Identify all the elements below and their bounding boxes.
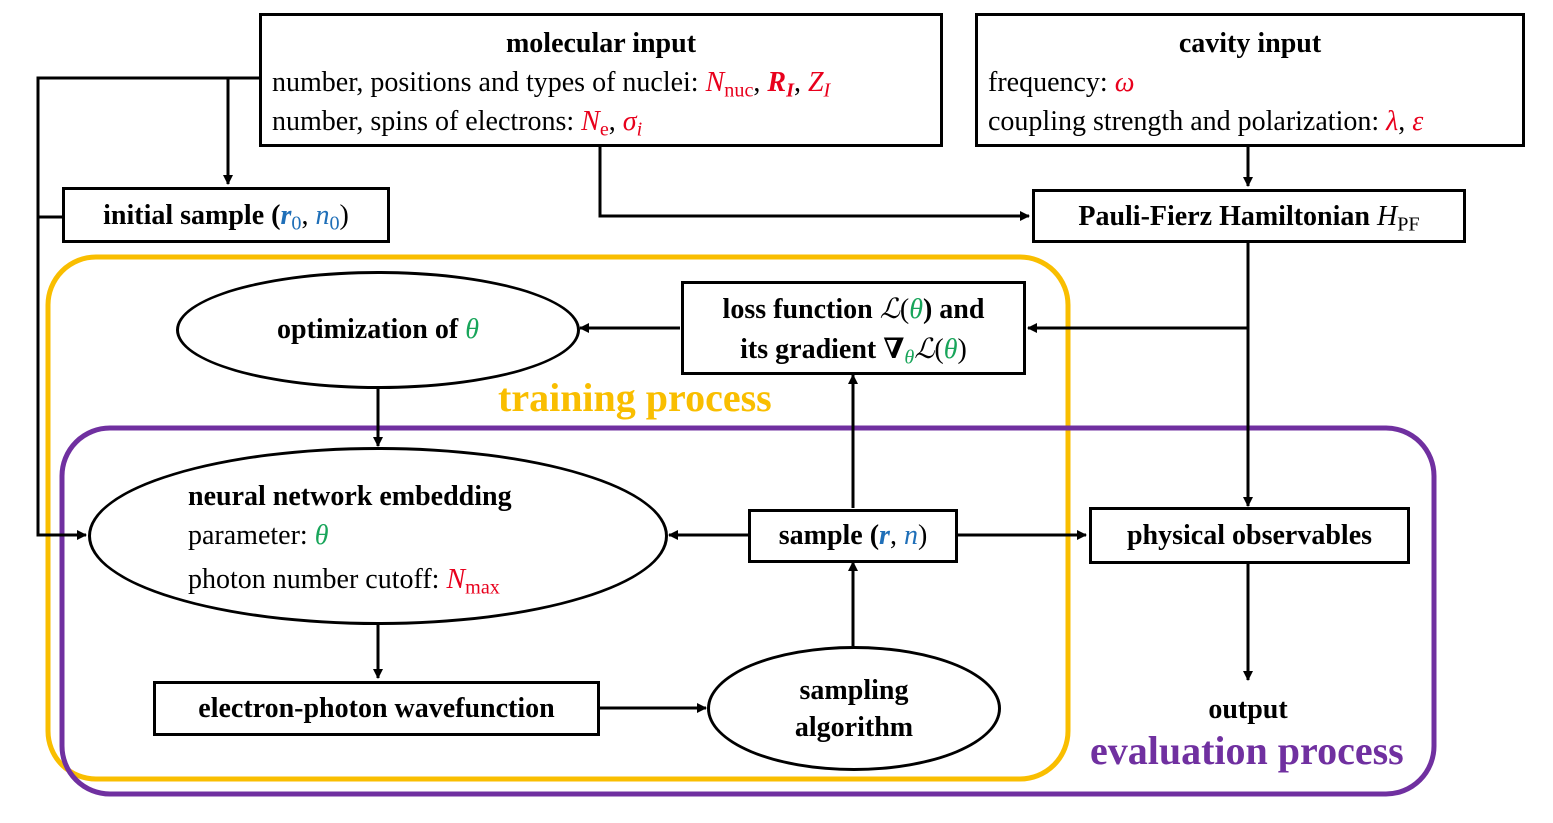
cavity-input-title-text: cavity input: [1178, 28, 1322, 59]
symbol-r0: r0: [280, 200, 302, 235]
evaluation-process-label: evaluation process: [1090, 728, 1404, 773]
symbol-n0: n0: [315, 200, 340, 235]
molecular-input-nuclei-line: number, positions and types of nuclei: N…: [272, 67, 831, 102]
arrow-molecular-to-hamiltonian: [598, 146, 1030, 221]
initial-sample-box: [62, 187, 390, 243]
nuclei-text: number, positions and types of nuclei:: [272, 67, 706, 98]
symbol-sigma-i: σi: [622, 106, 643, 141]
molecular-input-title: molecular input: [259, 30, 943, 58]
cavity-input-coupling-line: coupling strength and polarization: λ, ε: [988, 106, 1424, 137]
symbol-n-e: Ne: [581, 106, 609, 141]
physical-observables-box: [1089, 507, 1410, 564]
wavefunction-box: [153, 681, 600, 736]
symbol-h-pf: HPF: [1376, 201, 1420, 236]
physical-observables-label: physical observables: [1126, 520, 1373, 551]
sample-label: sample (r, n): [778, 520, 928, 551]
coupling-text: coupling strength and polarization:: [988, 106, 1387, 137]
hamiltonian-box: [1032, 189, 1466, 243]
loss-function-line2: its gradient ∇θℒ(θ): [740, 334, 967, 369]
cavity-input-title: cavity input: [975, 30, 1525, 58]
optimization-label: optimization of θ: [277, 314, 479, 345]
training-process-region: [45, 254, 1071, 782]
arrow-molecular-to-initial-sample: [36, 76, 260, 540]
sampling-algorithm-line1: sampling: [799, 675, 909, 706]
symbol-r: r: [879, 520, 890, 551]
molecular-input-title-text: molecular input: [505, 28, 697, 59]
sampling-algorithm-line2: algorithm: [794, 712, 914, 743]
molecular-input-box: [259, 13, 943, 147]
symbol-n: n: [903, 520, 918, 551]
optimization-node: [176, 271, 580, 389]
sampling-algorithm-node: [707, 646, 1001, 771]
output-label: output: [1208, 694, 1288, 725]
cavity-input-frequency-line: frequency: ω: [988, 69, 1135, 97]
symbol-theta-param: θ: [314, 520, 329, 551]
frequency-text: frequency:: [988, 67, 1115, 98]
symbol-theta: θ: [465, 314, 479, 345]
hamiltonian-label: Pauli-Fierz Hamiltonian HPF: [1078, 201, 1420, 236]
molecular-input-electrons-line: number, spins of electrons: Ne, σi: [272, 106, 643, 141]
sample-box: [748, 509, 958, 563]
cavity-input-box: [975, 13, 1525, 147]
loss-function-box: [681, 281, 1026, 375]
electrons-text: number, spins of electrons:: [272, 106, 582, 137]
symbol-z-i: ZI: [807, 67, 831, 102]
symbol-omega: ω: [1114, 67, 1135, 98]
neural-network-node: [88, 447, 668, 625]
symbol-n-nuc: Nnuc: [705, 67, 754, 102]
neural-network-parameter-line: parameter: θ: [188, 520, 329, 551]
neural-network-title: neural network embedding: [188, 481, 512, 512]
symbol-epsilon: ε: [1412, 106, 1424, 137]
initial-sample-label: initial sample (r0, n0): [103, 200, 349, 235]
symbol-r-i: RI: [767, 67, 794, 102]
training-process-label: training process: [498, 375, 772, 420]
neural-network-cutoff-line: photon number cutoff: Nmax: [188, 564, 500, 599]
symbol-n-max: Nmax: [446, 564, 500, 599]
loss-function-line1: loss function ℒ(θ) and: [722, 294, 985, 325]
wavefunction-label: electron-photon wavefunction: [198, 693, 555, 724]
symbol-lambda: λ: [1386, 106, 1399, 137]
evaluation-process-region: [59, 425, 1437, 797]
